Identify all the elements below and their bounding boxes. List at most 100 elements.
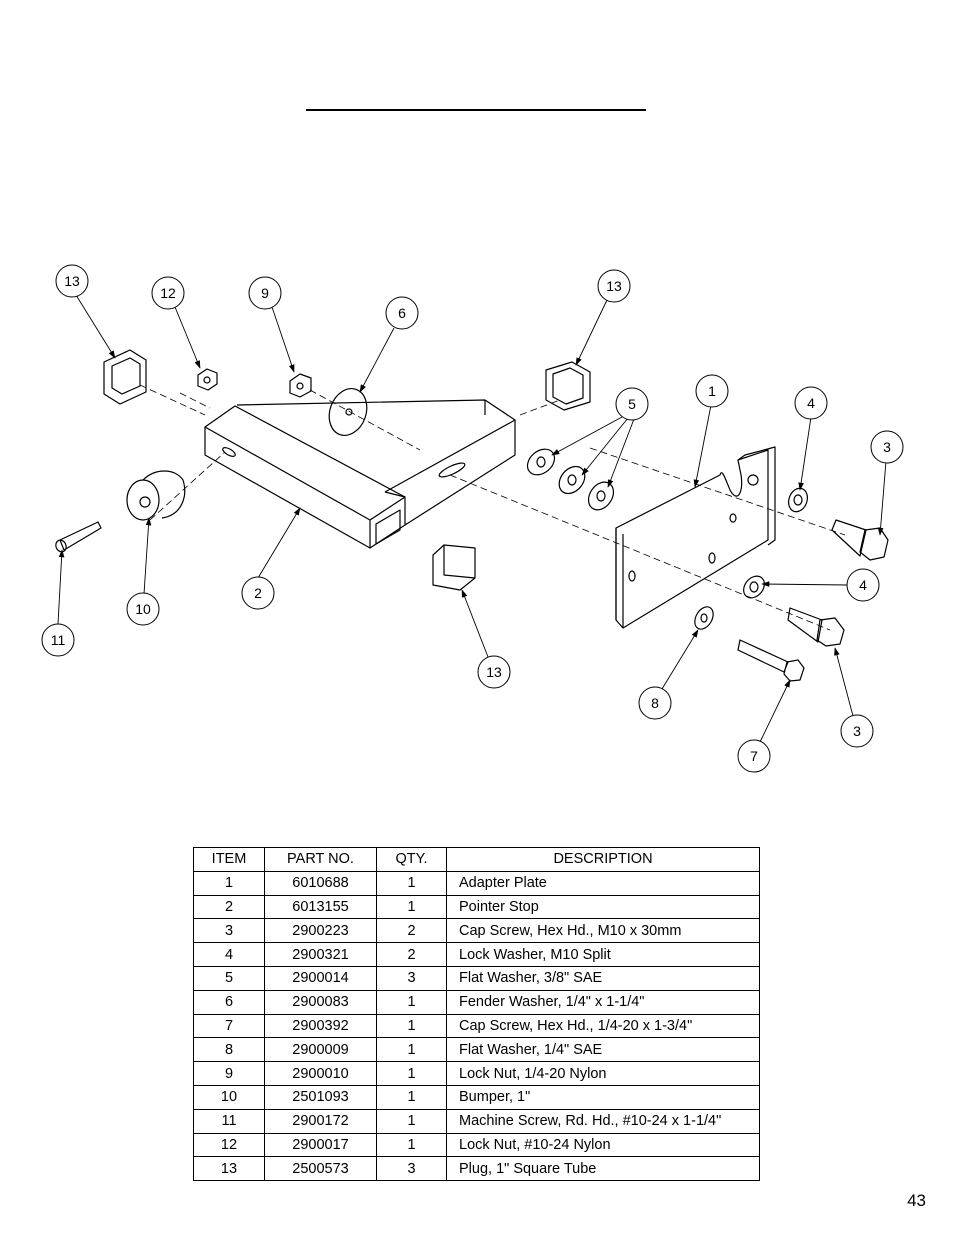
cell-item: 1: [193, 870, 265, 896]
cell-qty: 1: [376, 870, 447, 896]
table-row: 5 2900014 3 Flat Washer, 3/8" SAE: [193, 965, 760, 991]
cell-item: 8: [193, 1037, 265, 1063]
cell-part-no: 2900014: [264, 965, 377, 991]
table-row: 13 2500573 3 Plug, 1" Square Tube: [193, 1156, 760, 1182]
table-row: 1 6010688 1 Adapter Plate: [193, 870, 760, 896]
cell-qty: 1: [376, 1132, 447, 1158]
cell-item: 11: [193, 1108, 265, 1134]
header-part-no: PART NO.: [264, 847, 377, 872]
cell-description: Pointer Stop: [446, 894, 760, 920]
callout-3-top: 3: [870, 430, 904, 464]
cell-part-no: 2900392: [264, 1013, 377, 1039]
cell-description: Fender Washer, 1/4" x 1-1/4": [446, 989, 760, 1015]
callout-1: 1: [695, 374, 729, 408]
callout-6: 6: [385, 296, 419, 330]
callout-13-top-right: 13: [597, 269, 631, 303]
cell-item: 2: [193, 894, 265, 920]
cell-qty: 1: [376, 894, 447, 920]
svg-text:13: 13: [64, 273, 80, 289]
cell-description: Adapter Plate: [446, 870, 760, 896]
cell-qty: 2: [376, 918, 447, 944]
table-row: 11 2900172 1 Machine Screw, Rd. Hd., #10…: [193, 1108, 760, 1134]
cell-item: 13: [193, 1156, 265, 1182]
table-row: 10 2501093 1 Bumper, 1": [193, 1084, 760, 1110]
cell-description: Machine Screw, Rd. Hd., #10-24 x 1-1/4": [446, 1108, 760, 1134]
callout-3-bottom: 3: [840, 714, 874, 748]
pointer-stop-part: [204, 399, 516, 549]
svg-text:4: 4: [859, 577, 867, 593]
cell-description: Lock Nut, #10-24 Nylon: [446, 1132, 760, 1158]
callout-8: 8: [638, 686, 672, 720]
table-row: 6 2900083 1 Fender Washer, 1/4" x 1-1/4": [193, 989, 760, 1015]
callout-2: 2: [241, 576, 275, 610]
page-number: 43: [907, 1191, 926, 1210]
cell-description: Cap Screw, Hex Hd., 1/4-20 x 1-3/4": [446, 1013, 760, 1039]
callout-10: 10: [126, 592, 160, 626]
svg-text:3: 3: [883, 439, 891, 455]
table-row: 8 2900009 1 Flat Washer, 1/4" SAE: [193, 1037, 760, 1063]
cell-item: 10: [193, 1084, 265, 1110]
callout-4-top: 4: [794, 386, 828, 420]
cell-item: 5: [193, 965, 265, 991]
title-underline: [306, 109, 646, 111]
cell-qty: 2: [376, 942, 447, 967]
cell-part-no: 2900083: [264, 989, 377, 1015]
svg-text:3: 3: [853, 723, 861, 739]
cell-description: Bumper, 1": [446, 1084, 760, 1110]
svg-text:13: 13: [486, 664, 502, 680]
svg-text:10: 10: [135, 601, 151, 617]
svg-text:12: 12: [160, 285, 176, 301]
cell-qty: 1: [376, 1037, 447, 1063]
svg-text:11: 11: [51, 632, 66, 648]
cell-qty: 3: [376, 1156, 447, 1182]
long-cap-screw-part: [737, 639, 805, 682]
callout-13-bottom: 13: [477, 655, 511, 689]
cell-description: Lock Nut, 1/4-20 Nylon: [446, 1061, 760, 1086]
adapter-plate-part: [615, 446, 776, 629]
svg-text:4: 4: [807, 395, 815, 411]
cell-qty: 1: [376, 1108, 447, 1134]
cell-qty: 1: [376, 989, 447, 1015]
callout-7: 7: [737, 739, 771, 773]
cell-item: 7: [193, 1013, 265, 1039]
svg-text:2: 2: [254, 585, 262, 601]
table-row: 4 2900321 2 Lock Washer, M10 Split: [193, 942, 760, 967]
callout-5: 5: [615, 387, 649, 421]
cell-qty: 1: [376, 1061, 447, 1086]
cell-qty: 3: [376, 965, 447, 991]
machine-screw-part: [55, 521, 102, 553]
cell-item: 9: [193, 1061, 265, 1086]
fender-washer-part: [328, 388, 368, 436]
table-header-row: ITEM PART NO. QTY. DESCRIPTION: [193, 847, 760, 872]
svg-text:7: 7: [750, 748, 758, 764]
cell-item: 4: [193, 942, 265, 967]
bumper-part: [126, 470, 186, 521]
cell-part-no: 2900321: [264, 942, 377, 967]
cell-item: 6: [193, 989, 265, 1015]
cell-item: 12: [193, 1132, 265, 1158]
cell-item: 3: [193, 918, 265, 944]
cell-part-no: 2900223: [264, 918, 377, 944]
cell-qty: 1: [376, 1013, 447, 1039]
cell-description: Cap Screw, Hex Hd., M10 x 30mm: [446, 918, 760, 944]
cell-part-no: 2501093: [264, 1084, 377, 1110]
parts-list-table: ITEM PART NO. QTY. DESCRIPTION 1 6010688…: [193, 847, 760, 1182]
header-qty: QTY.: [376, 847, 447, 872]
table-row: 3 2900223 2 Cap Screw, Hex Hd., M10 x 30…: [193, 918, 760, 944]
svg-text:6: 6: [398, 305, 406, 321]
cell-description: Flat Washer, 3/8" SAE: [446, 965, 760, 991]
callout-9: 9: [248, 276, 282, 310]
cell-part-no: 6010688: [264, 870, 377, 896]
callout-4-bottom: 4: [846, 568, 880, 602]
table-row: 2 6013155 1 Pointer Stop: [193, 894, 760, 920]
table-row: 7 2900392 1 Cap Screw, Hex Hd., 1/4-20 x…: [193, 1013, 760, 1039]
svg-text:8: 8: [651, 695, 659, 711]
cell-part-no: 2900010: [264, 1061, 377, 1086]
cell-part-no: 2500573: [264, 1156, 377, 1182]
exploded-parts-diagram: 13 12 9 6 13 5 1 4 3 2 10 11 13 4 8 3 7: [0, 250, 954, 790]
header-description: DESCRIPTION: [446, 847, 760, 872]
cell-description: Plug, 1" Square Tube: [446, 1156, 760, 1182]
callout-12: 12: [151, 276, 185, 310]
header-item: ITEM: [193, 847, 265, 872]
table-row: 9 2900010 1 Lock Nut, 1/4-20 Nylon: [193, 1061, 760, 1086]
